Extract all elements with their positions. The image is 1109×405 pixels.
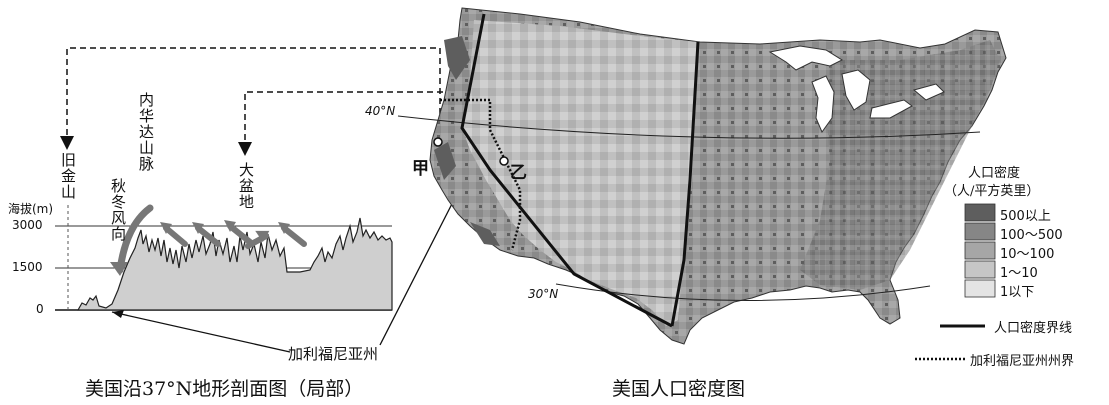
label-lat-40: 40°N <box>365 104 396 118</box>
label-point-jia: 甲 <box>412 159 429 179</box>
caption-profile: 美国沿37°N地形剖面图（局部） <box>85 378 364 400</box>
legend-swatch-100-500 <box>964 222 996 241</box>
legend-swatches <box>915 203 996 361</box>
tick-1500: 1500 <box>12 260 43 274</box>
leader-basin-to-yi <box>244 91 493 160</box>
terrain-silhouette <box>76 217 393 311</box>
west-low-density <box>462 20 698 326</box>
legend-swatch-500 <box>964 203 996 222</box>
usa-map <box>397 7 1007 345</box>
legend-state-border-label: 加利福尼亚州州界 <box>970 354 1075 369</box>
arrowhead-sf <box>60 136 74 150</box>
wind-arrow-2 <box>195 225 221 247</box>
legend-unit: （人/平方英里） <box>944 184 1040 199</box>
label-point-yi: 乙 <box>510 163 527 183</box>
wind-arrow-1 <box>163 225 188 247</box>
legend-swatch-1-10 <box>964 260 996 279</box>
label-sierra-nevada: 内华达山脉 <box>137 92 155 172</box>
label-san-francisco: 旧金山 <box>59 152 77 200</box>
great-lakes <box>768 45 945 134</box>
density-boundary-east <box>670 41 700 327</box>
density-boundary-west <box>460 13 673 328</box>
legend-label-below1: 1以下 <box>1000 285 1035 300</box>
seattle-area <box>444 36 470 80</box>
pointer-map <box>379 191 459 346</box>
terrain-profile <box>55 204 393 311</box>
legend-swatch-10-100 <box>964 241 996 260</box>
leader-sf-to-jia <box>66 47 441 140</box>
legend-title: 人口密度 <box>968 166 1021 181</box>
label-great-basin: 大盆地 <box>237 162 255 210</box>
label-wind-direction: 秋冬风向 <box>109 178 127 242</box>
arrowhead-basin <box>238 142 252 156</box>
legend-swatch-below1 <box>964 279 996 298</box>
wind-arrow-head <box>110 262 128 276</box>
tick-3000: 3000 <box>12 218 43 232</box>
caption-map: 美国人口密度图 <box>612 378 746 400</box>
legend-label-100-500: 100～500 <box>1000 228 1063 243</box>
lat-40-line <box>397 115 981 139</box>
leader-lines <box>66 47 493 160</box>
legend-label-500: 500以上 <box>1000 209 1051 224</box>
sf-area <box>434 142 456 180</box>
legend-boundary-label: 人口密度界线 <box>994 321 1073 336</box>
point-yi-marker <box>499 156 509 166</box>
profile-axis-title: 海拔(m) <box>8 202 54 216</box>
point-jia-marker <box>433 137 443 147</box>
legend-label-1-10: 1～10 <box>1000 266 1038 281</box>
label-california: 加利福尼亚州 <box>288 345 379 363</box>
pointer-profile <box>111 311 291 353</box>
wind-arrow-5 <box>281 225 307 247</box>
la-area <box>470 222 500 246</box>
california-pointers <box>111 191 459 353</box>
label-lat-30: 30°N <box>528 287 559 301</box>
wind-arrow-3 <box>227 223 253 245</box>
legend-label-10-100: 10～100 <box>1000 247 1055 262</box>
tick-0: 0 <box>36 302 44 316</box>
